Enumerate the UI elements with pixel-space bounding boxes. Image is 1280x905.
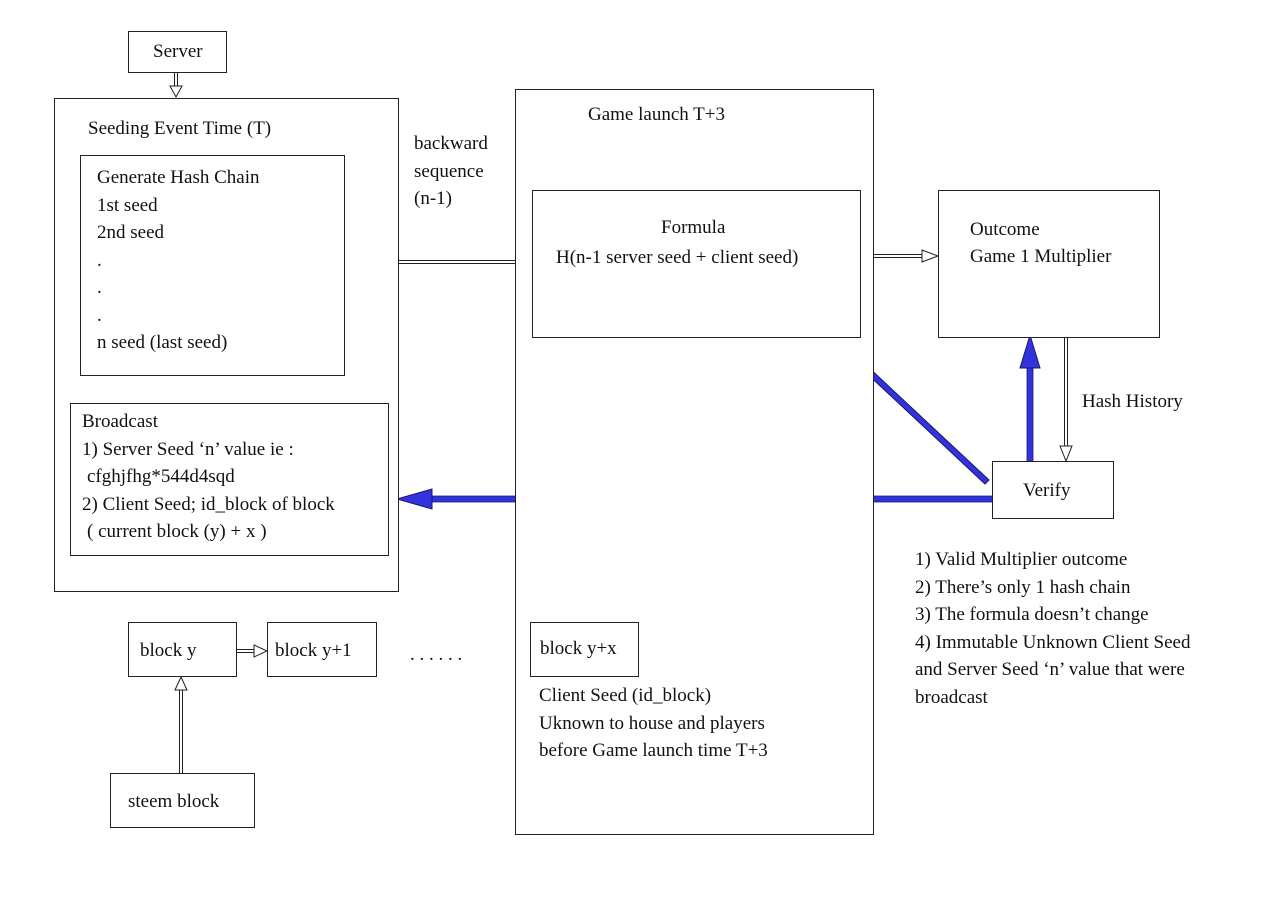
verify-arrow-to-outcome xyxy=(1019,333,1041,461)
block-y-node: block y xyxy=(128,622,237,677)
backward-sequence-line: backward xyxy=(414,133,488,154)
broadcast-line: 1) Server Seed ‘n’ value ie : xyxy=(82,438,294,460)
backward-sequence-line: (n-1) xyxy=(414,188,452,209)
arrow-outcome-to-verify xyxy=(1059,338,1073,463)
verify-label: Verify xyxy=(1023,480,1071,501)
client-seed-note-line: Client Seed (id_block) xyxy=(539,685,712,706)
hash-chain-item: n seed (last seed) xyxy=(97,332,228,353)
hash-chain-item: . xyxy=(97,249,102,271)
block-yx-node: block y+x xyxy=(530,622,639,677)
hash-chain-node: Generate Hash Chain 1st seed 2nd seed . … xyxy=(80,155,345,376)
verify-check: 1) Valid Multiplier outcome xyxy=(915,549,1128,570)
steem-block-node: steem block xyxy=(110,773,255,828)
hash-history-label: Hash History xyxy=(1082,391,1183,412)
block-y1-label: block y+1 xyxy=(275,640,352,661)
block-ellipsis: . . . . . . xyxy=(410,644,463,665)
broadcast-title: Broadcast xyxy=(82,411,158,432)
verify-checklist: 1) Valid Multiplier outcome 2) There’s o… xyxy=(915,546,1190,711)
broadcast-line: cfghjfhg*544d4sqd xyxy=(87,466,235,487)
block-y1-node: block y+1 xyxy=(267,622,377,677)
verify-check: and Server Seed ‘n’ value that were xyxy=(915,659,1185,680)
arrow-blocky-to-blocky1 xyxy=(237,644,269,658)
verify-check: 4) Immutable Unknown Client Seed xyxy=(915,631,1191,653)
hash-chain-item: 1st seed xyxy=(97,194,158,216)
verify-check: 3) The formula doesn’t change xyxy=(915,604,1149,625)
broadcast-node: Broadcast 1) Server Seed ‘n’ value ie : … xyxy=(70,403,389,556)
outcome-subtitle: Game 1 Multiplier xyxy=(970,246,1112,267)
verify-node: Verify xyxy=(992,461,1114,519)
formula-title: Formula xyxy=(661,217,726,238)
hash-chain-item: . xyxy=(97,304,102,326)
block-y-label: block y xyxy=(140,640,197,661)
arrow-server-to-seeding xyxy=(169,73,183,99)
broadcast-line: ( current block (y) + x ) xyxy=(87,521,267,542)
hash-chain-text: Generate Hash Chain 1st seed 2nd seed . … xyxy=(97,164,260,357)
verify-check: broadcast xyxy=(915,686,988,708)
client-seed-note-line: before Game launch time T+3 xyxy=(539,740,768,761)
steem-block-label: steem block xyxy=(128,791,220,812)
backward-sequence-line: sequence xyxy=(414,160,484,182)
client-seed-note: Client Seed (id_block) Uknown to house a… xyxy=(539,682,768,765)
backward-sequence-label: backward sequence (n-1) xyxy=(414,130,488,213)
broadcast-line: 2) Client Seed; id_block of block xyxy=(82,493,335,515)
client-seed-note-line: Uknown to house and players xyxy=(539,712,765,734)
verify-check: 2) There’s only 1 hash chain xyxy=(915,576,1131,598)
block-yx-label: block y+x xyxy=(540,638,617,659)
server-label: Server xyxy=(153,41,203,62)
broadcast-text: Broadcast 1) Server Seed ‘n’ value ie : … xyxy=(82,408,335,546)
hash-chain-item: . xyxy=(97,277,102,298)
seeding-event-title: Seeding Event Time (T) xyxy=(88,118,272,139)
formula-node: Formula H(n-1 server seed + client seed) xyxy=(532,190,861,338)
game-launch-title: Game launch T+3 xyxy=(588,104,725,125)
hash-chain-item: 2nd seed xyxy=(97,222,165,243)
outcome-title: Outcome xyxy=(970,219,1040,240)
arrow-steem-to-blocky xyxy=(174,675,188,773)
formula-expression: H(n-1 server seed + client seed) xyxy=(556,247,799,268)
hash-chain-title: Generate Hash Chain xyxy=(97,167,260,188)
outcome-node: Outcome Game 1 Multiplier xyxy=(938,190,1160,338)
server-node: Server xyxy=(128,31,227,73)
